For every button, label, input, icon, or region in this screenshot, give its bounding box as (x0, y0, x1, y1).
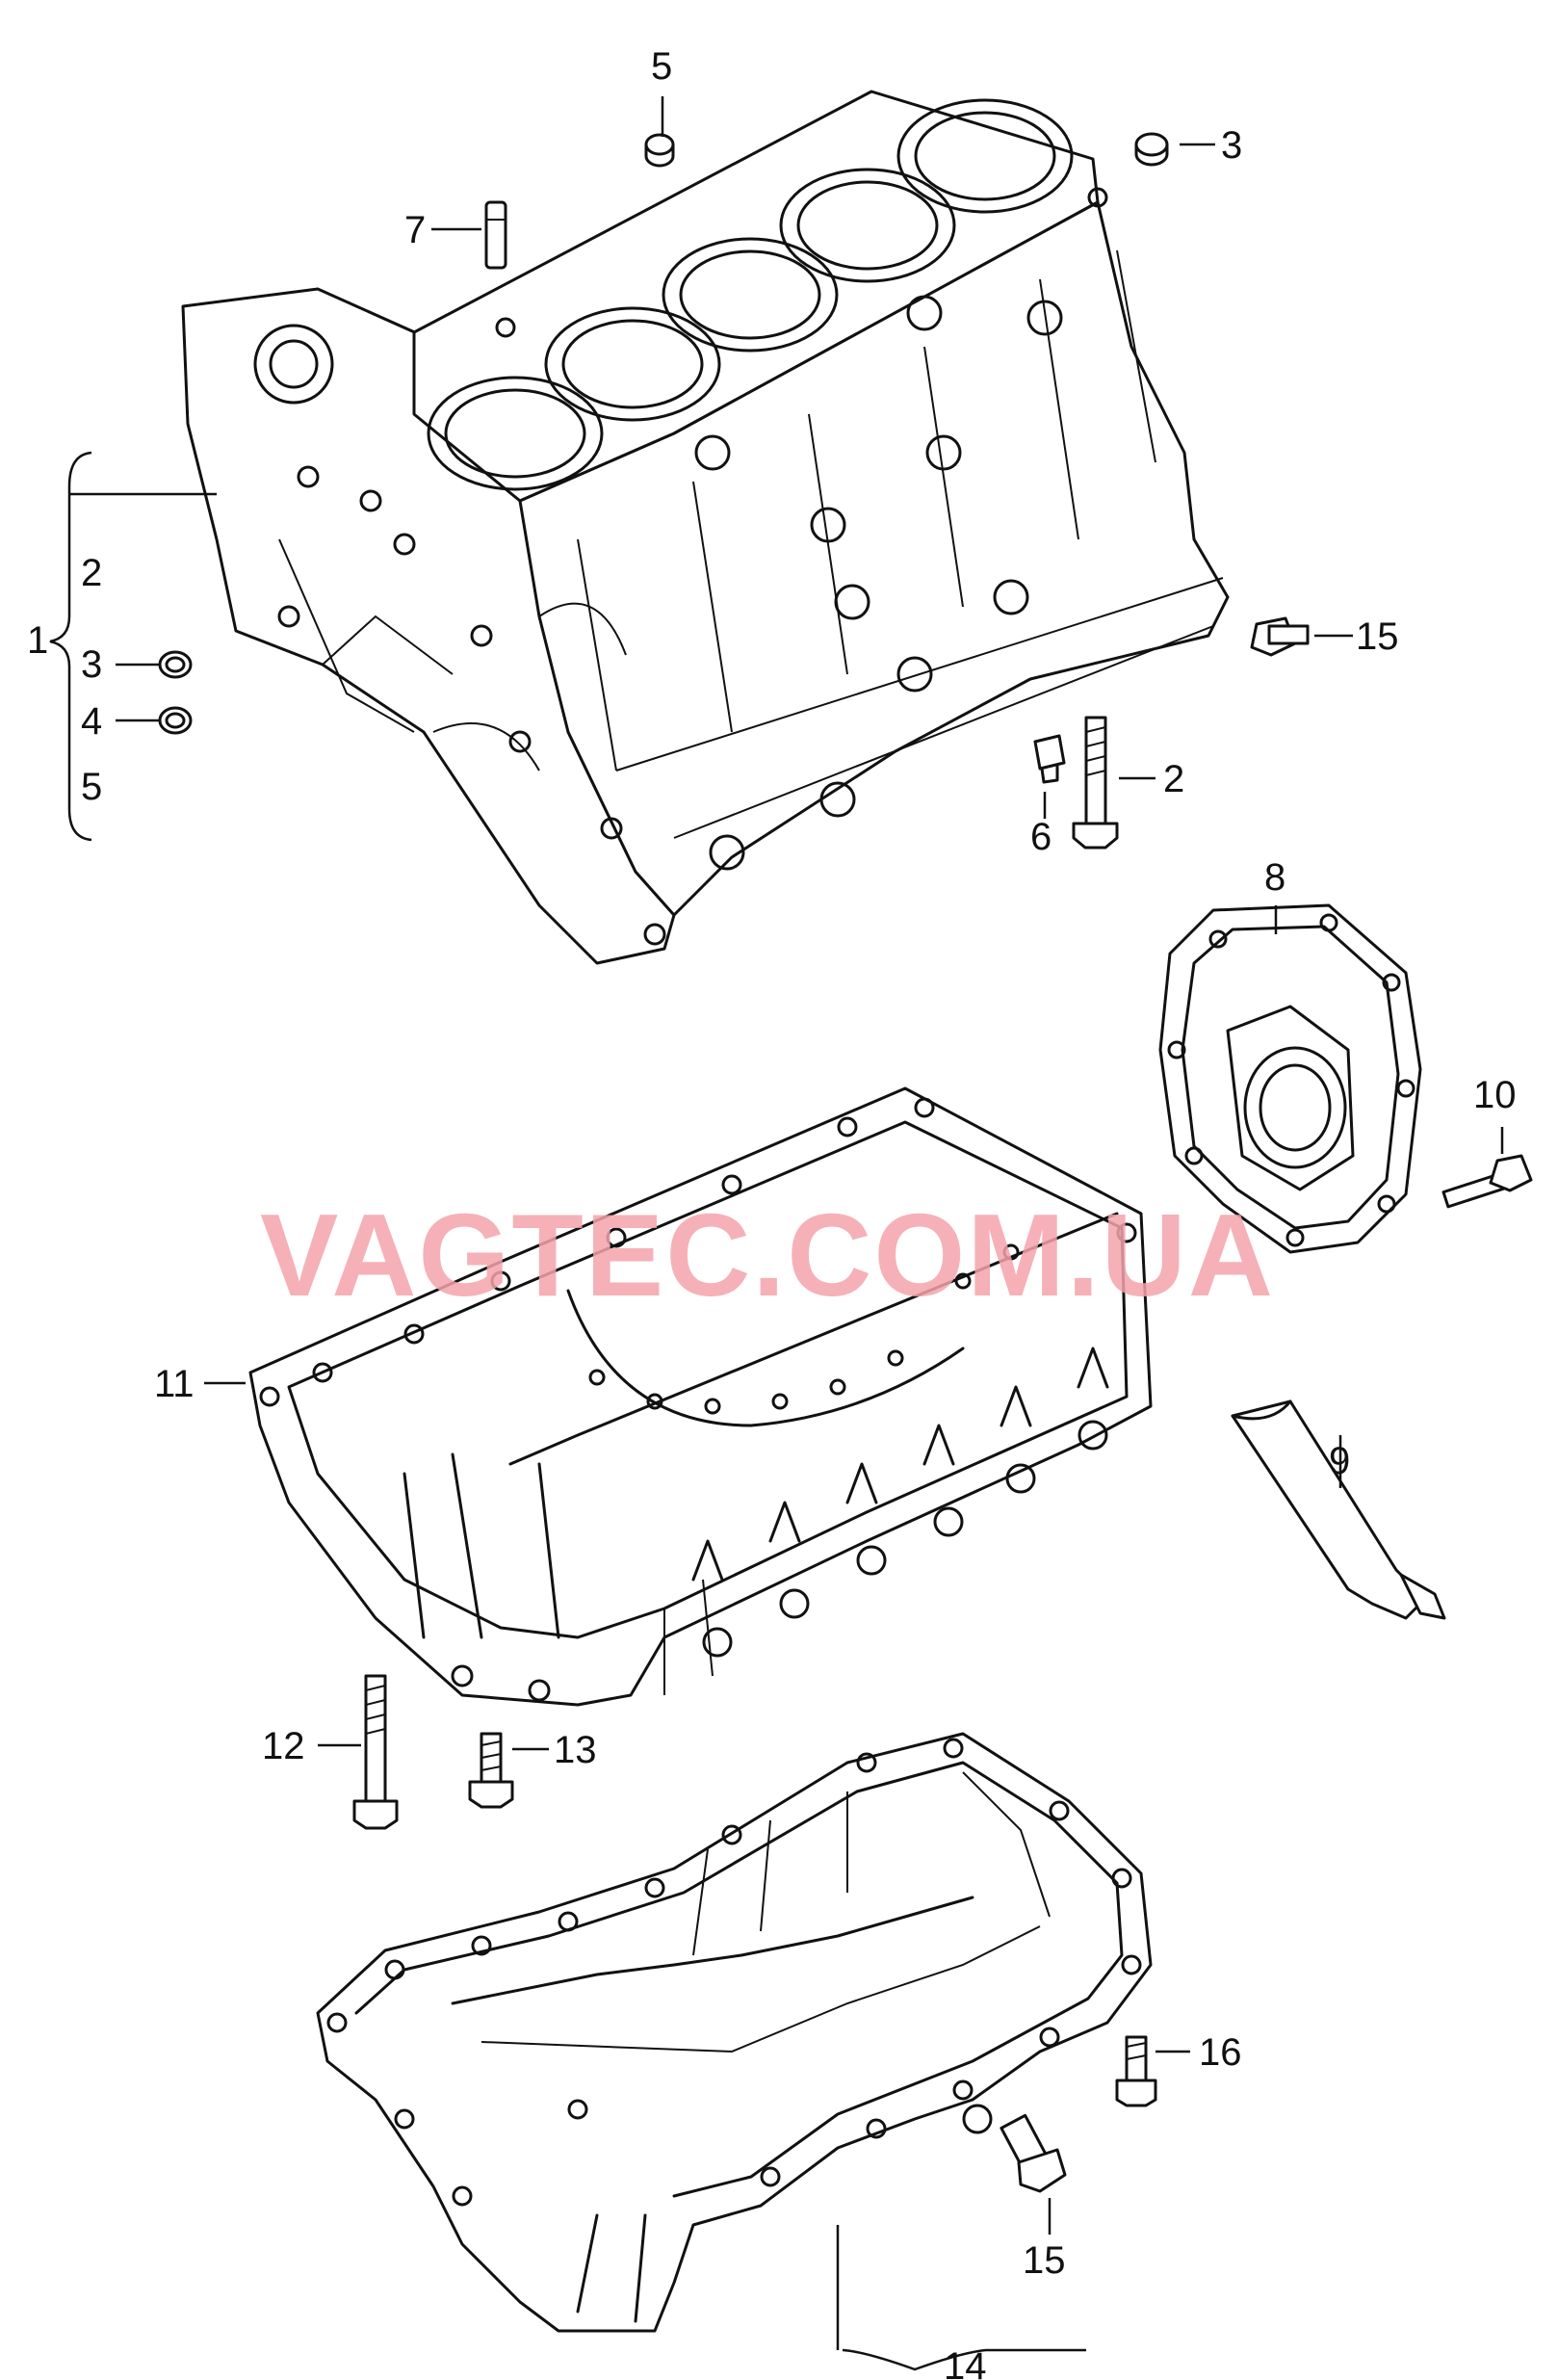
callout-12: 12 (262, 1725, 305, 1767)
callout-5-top: 5 (651, 45, 672, 88)
callout-3-group: 3 (81, 643, 102, 686)
rear-seal-flange[interactable] (1158, 903, 1422, 1254)
cylinder-bore-2 (544, 306, 721, 422)
callout-2-group: 2 (81, 552, 102, 594)
callout-13: 13 (554, 1729, 597, 1771)
callout-7: 7 (404, 209, 426, 251)
group-bracket (49, 451, 92, 842)
plug-4-group[interactable] (158, 706, 193, 735)
bolt-13[interactable] (468, 1732, 514, 1809)
callout-3-top: 3 (1221, 124, 1242, 167)
bolt-12[interactable] (352, 1674, 399, 1830)
callout-10: 10 (1473, 1074, 1517, 1116)
callout-5-group: 5 (81, 766, 102, 808)
callout-6: 6 (1030, 816, 1052, 858)
callout-15-block: 15 (1356, 615, 1399, 658)
upper-oil-pan[interactable] (248, 1086, 1153, 1707)
crank-seal-bore (253, 324, 334, 405)
sealant-tube[interactable] (1231, 1399, 1446, 1620)
callout-2-bolt: 2 (1163, 758, 1184, 800)
sleeve-5[interactable] (644, 133, 675, 168)
callout-8: 8 (1264, 856, 1285, 899)
drain-plug-15-pan[interactable] (1000, 2113, 1067, 2193)
bolt-16[interactable] (1115, 2035, 1157, 2107)
callout-4-group: 4 (81, 700, 102, 743)
cylinder-bore-4 (779, 168, 956, 283)
bolt-10[interactable] (1441, 1154, 1533, 1209)
callout-1: 1 (27, 619, 48, 662)
pan-bracket (836, 2225, 1086, 2371)
lower-oil-pan[interactable] (316, 1732, 1153, 2333)
cylinder-bore-5 (896, 98, 1074, 214)
crank-seal (1243, 1046, 1347, 1169)
bolt-2[interactable] (1072, 716, 1119, 850)
cylinder-bore-1 (427, 376, 604, 491)
callout-15-pan: 15 (1023, 2239, 1066, 2282)
dowel-pin-7[interactable] (484, 200, 507, 270)
plug-6[interactable] (1033, 734, 1066, 784)
plug-3[interactable] (1134, 132, 1169, 167)
callout-9: 9 (1329, 1440, 1350, 1482)
callout-16: 16 (1199, 2031, 1242, 2074)
watermark: VAGTEC.COM.UA (260, 1190, 1275, 1321)
engine-block[interactable] (181, 90, 1230, 965)
bolt-15-block[interactable] (1250, 616, 1310, 657)
callout-11: 11 (154, 1363, 195, 1405)
callout-14: 14 (944, 2345, 987, 2380)
plug-3-group[interactable] (158, 650, 193, 679)
cylinder-bore-3 (662, 237, 839, 353)
